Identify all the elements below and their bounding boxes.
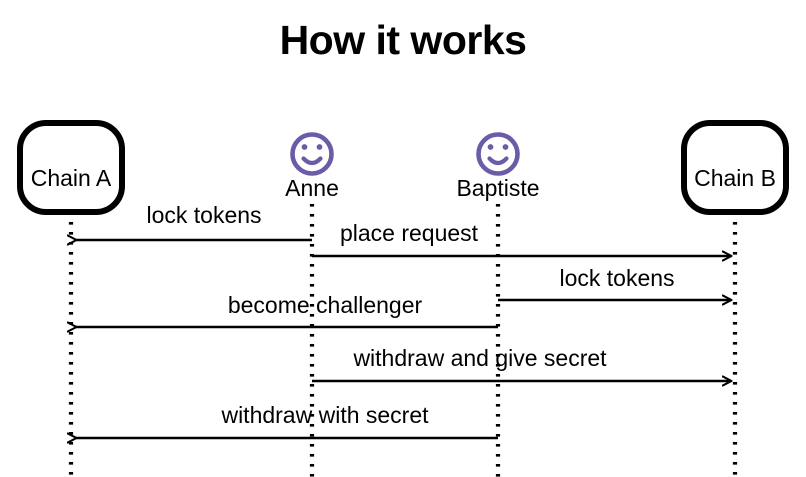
message-become-challenger[interactable]: become challenger <box>76 292 498 327</box>
smiley-face-icon <box>476 132 520 176</box>
smiley-mouth-icon <box>487 156 509 166</box>
anne-label: Anne <box>285 175 339 201</box>
message-place-request[interactable]: place request <box>312 220 731 256</box>
participant-baptiste[interactable]: Baptiste <box>456 132 540 202</box>
message-lock-tokens-a[interactable]: lock tokens <box>76 202 312 240</box>
smiley-eye-left-icon <box>301 144 308 150</box>
chain-b-box[interactable] <box>681 120 789 215</box>
chain-a-label: Chain A <box>31 165 112 191</box>
message-label-lock-tokens-b: lock tokens <box>559 265 674 291</box>
message-label-withdraw-with-secret: withdraw with secret <box>220 402 429 428</box>
message-label-withdraw-give-secret: withdraw and give secret <box>352 345 607 371</box>
message-label-become-challenger: become challenger <box>228 292 423 318</box>
smiley-eye-left-icon <box>487 144 494 150</box>
message-lock-tokens-b[interactable]: lock tokens <box>498 265 731 300</box>
message-withdraw-give-secret[interactable]: withdraw and give secret <box>312 345 731 381</box>
participant-anne[interactable]: Anne <box>285 132 339 202</box>
baptiste-label: Baptiste <box>456 175 539 201</box>
page-title: How it works <box>280 17 527 63</box>
smiley-eye-right-icon <box>502 144 509 150</box>
participant-chain-b[interactable]: Chain B <box>681 120 789 215</box>
message-withdraw-with-secret[interactable]: withdraw with secret <box>76 402 498 438</box>
smiley-mouth-icon <box>301 156 323 166</box>
chain-b-label: Chain B <box>694 165 776 191</box>
smiley-head-icon <box>476 132 520 176</box>
participant-chain-a[interactable]: Chain A <box>17 120 125 215</box>
message-label-place-request: place request <box>340 220 479 246</box>
chain-a-box[interactable] <box>17 120 125 215</box>
smiley-face-icon <box>290 132 334 176</box>
message-label-lock-tokens-a: lock tokens <box>146 202 261 228</box>
smiley-head-icon <box>290 132 334 176</box>
smiley-eye-right-icon <box>316 144 323 150</box>
